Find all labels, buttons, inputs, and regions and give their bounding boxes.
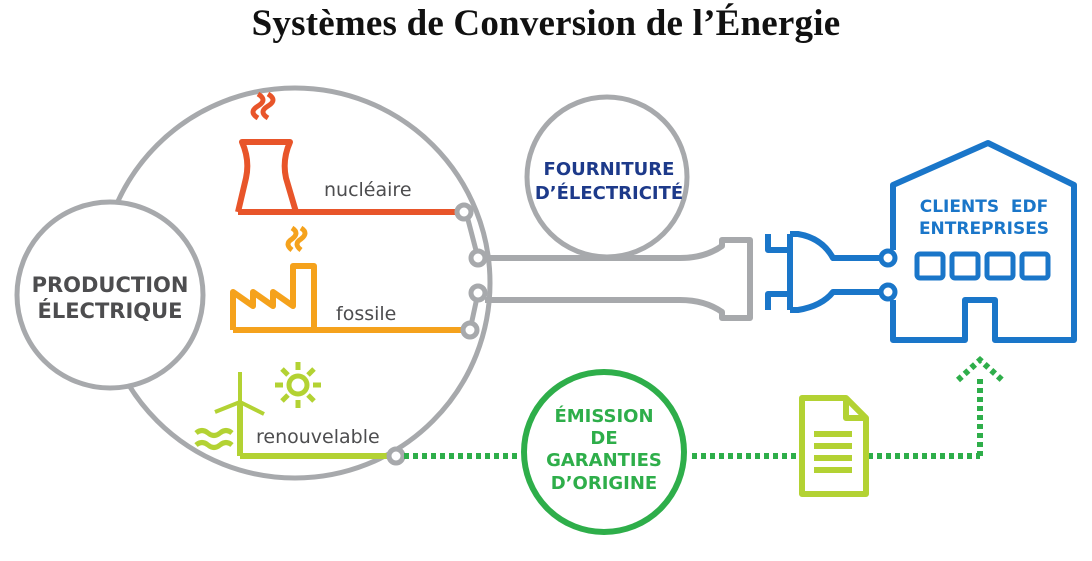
house-icon — [890, 140, 1077, 343]
up-arrow-icon — [955, 355, 1005, 383]
guarantee-circle — [521, 369, 687, 535]
guarantee-path — [404, 378, 983, 459]
blue-plug-icon — [765, 231, 885, 313]
guarantee-label-line3: GARANTIES — [546, 450, 662, 471]
wave-icon — [194, 428, 234, 450]
gray-plug-icon — [485, 237, 753, 321]
factory-icon — [230, 225, 470, 333]
document-icon — [799, 395, 869, 497]
production-label-line1: PRODUCTION — [32, 273, 189, 297]
clients-label-line1: CLIENTS EDF — [920, 197, 1049, 217]
production-label-line2: ÉLECTRIQUE — [37, 298, 182, 323]
renewable-label: renouvelable — [256, 426, 380, 448]
clients-label-line2: ENTREPRISES — [919, 219, 1049, 239]
house-windows — [914, 251, 1051, 281]
supply-label-line1: FOURNITURE — [544, 159, 675, 180]
guarantee-label-line2: DE — [590, 428, 617, 449]
fossil-label: fossile — [336, 303, 396, 325]
guarantee-label-line4: D’ORIGINE — [551, 473, 657, 494]
renewable-icons — [194, 362, 395, 459]
wind-turbine-icon — [214, 372, 265, 456]
nuclear-label: nucléaire — [324, 179, 412, 201]
nuclear-plant-icon — [235, 91, 466, 215]
production-circle — [14, 199, 206, 391]
guarantee-label-line1: ÉMISSION — [554, 405, 653, 427]
switch-lines — [463, 211, 481, 331]
supply-label-line2: D’ÉLECTRICITÉ — [535, 182, 683, 204]
blue-plug-nodes — [878, 248, 898, 302]
page-title: Systèmes de Conversion de l’Énergie — [251, 3, 841, 44]
switch-nodes — [386, 202, 488, 466]
sun-icon — [275, 362, 321, 408]
